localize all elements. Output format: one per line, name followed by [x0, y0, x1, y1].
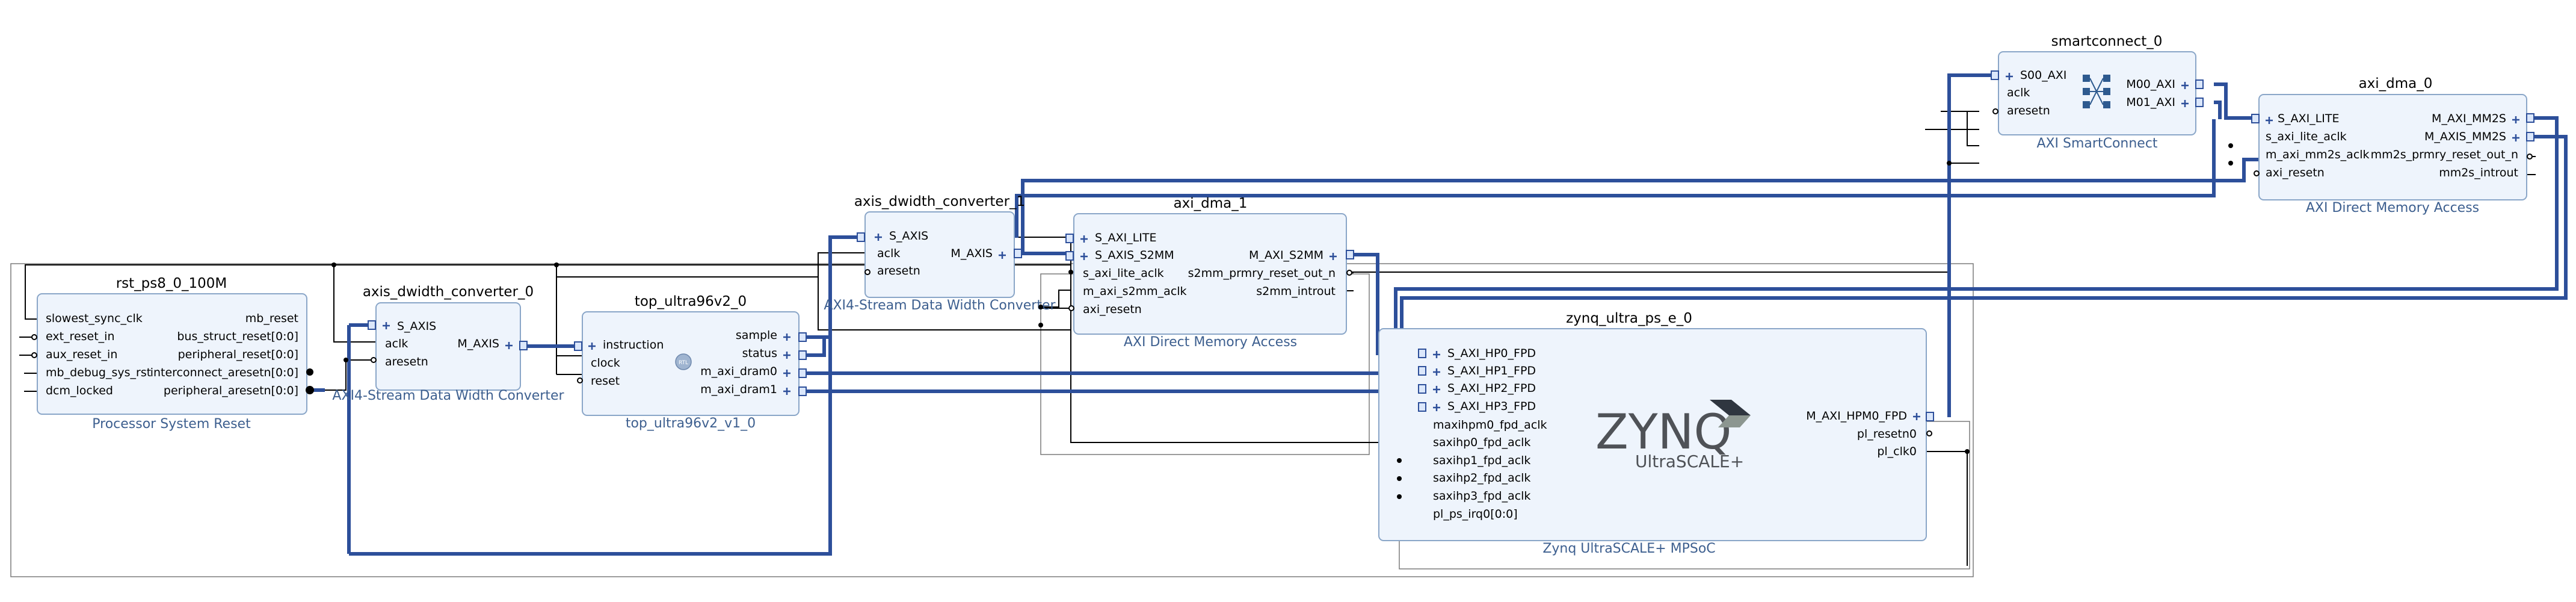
pin-label: S_AXI_LITE — [1095, 231, 1156, 244]
pin-label: mm2s_prmry_reset_out_n — [2371, 148, 2518, 161]
pin-label: M_AXI_HPM0_FPD — [1806, 409, 1907, 423]
pin-label: m_axi_s2mm_aclk — [1083, 285, 1187, 298]
pin-label: axi_resetn — [1083, 303, 1142, 316]
block-subtitle: Zynq UltraSCALE+ MPSoC — [1542, 541, 1715, 556]
pin-labels-right: mb_reset bus_struct_reset[0:0] periphera… — [150, 312, 298, 397]
pin-label: S_AXI_HP0_FPD — [1447, 347, 1536, 360]
block-title: axi_dma_1 — [1174, 196, 1248, 211]
block-smartconnect[interactable]: smartconnect_0 S00_AXI aclk aresetn M00_… — [1998, 34, 2196, 151]
block-subtitle: AXI4-Stream Data Width Converter — [332, 388, 564, 403]
pin-label: S_AXI_HP1_FPD — [1447, 364, 1536, 377]
pin-label: aclk — [385, 337, 408, 350]
pin-label: M_AXIS — [457, 337, 499, 350]
pin-label: S_AXIS — [397, 320, 436, 333]
block-rst-ps8[interactable]: rst_ps8_0_100M slowest_sync_clk ext_rese… — [37, 276, 307, 432]
expand-plus-icons[interactable] — [383, 73, 2519, 420]
pin-label: M_AXIS — [951, 247, 993, 260]
pin-label: M_AXI_MM2S — [2432, 112, 2506, 125]
pin-label: reset — [591, 374, 620, 388]
block-title: rst_ps8_0_100M — [116, 276, 227, 291]
pin-labels-left: slowest_sync_clk ext_reset_in aux_reset_… — [46, 312, 151, 397]
pin-label: S_AXIS_S2MM — [1095, 249, 1174, 262]
pin-label: s2mm_introut — [1256, 285, 1336, 298]
pin-label: saxihp2_fpd_aclk — [1433, 471, 1530, 485]
pin-label: axi_resetn — [2266, 166, 2325, 179]
pin-label: m_axi_dram1 — [700, 383, 777, 396]
pin-label: aresetn — [2007, 104, 2050, 117]
pin-label: instruction — [603, 338, 664, 352]
pin-label: saxihp3_fpd_aclk — [1433, 489, 1530, 503]
pin-bubbles — [31, 108, 2533, 436]
pin-label: m_axi_dram0 — [700, 365, 777, 378]
pin-label: interconnect_aresetn[0:0] — [150, 366, 298, 379]
block-subtitle: AXI4-Stream Data Width Converter — [824, 298, 1056, 313]
pin-label: mb_debug_sys_rst — [46, 366, 151, 379]
pin-label: aclk — [2007, 86, 2030, 99]
zynq-logo-main: ZYNQ — [1595, 404, 1731, 460]
pin-label: peripheral_reset[0:0] — [178, 348, 298, 361]
pin-label: M01_AXI — [2126, 96, 2175, 109]
pin-label: pl_resetn0 — [1857, 427, 1917, 441]
pin-label: S00_AXI — [2020, 69, 2066, 82]
pin-label: aclk — [877, 247, 900, 260]
rtl-badge: RTL — [679, 360, 688, 366]
pin-label: saxihp0_fpd_aclk — [1433, 436, 1530, 449]
block-title: zynq_ultra_ps_e_0 — [1566, 311, 1692, 326]
pin-label: pl_ps_irq0[0:0] — [1433, 507, 1518, 521]
pin-label: maxihpm0_fpd_aclk — [1433, 418, 1547, 432]
pin-label: mm2s_introut — [2439, 166, 2518, 179]
pin-label: status — [742, 347, 777, 360]
block-title: axis_dwidth_converter_0 — [363, 284, 534, 300]
block-title: axis_dwidth_converter_1 — [854, 194, 1025, 209]
pin-label: peripheral_aresetn[0:0] — [164, 384, 298, 397]
pin-label: aresetn — [385, 355, 428, 368]
block-subtitle: AXI Direct Memory Access — [2306, 200, 2479, 216]
block-axi-dma-0[interactable]: axi_dma_0 S_AXI_LITE s_axi_lite_aclk m_a… — [2258, 76, 2527, 216]
block-top-ultra96v2[interactable]: top_ultra96v2_0 instruction clock reset … — [582, 294, 800, 431]
pin-label: S_AXI_HP3_FPD — [1447, 400, 1536, 413]
smartconnect-icon — [2083, 75, 2110, 108]
zynq-logo-sub: UltraSCALE+ — [1635, 452, 1744, 471]
pin-label: aresetn — [877, 264, 920, 278]
block-title: axi_dma_0 — [2359, 76, 2433, 92]
pin-label: ext_reset_in — [46, 330, 115, 343]
pin-label: M_AXI_S2MM — [1249, 249, 1323, 262]
block-subtitle: AXI Direct Memory Access — [1124, 335, 1297, 350]
pin-label: M00_AXI — [2126, 78, 2175, 91]
block-axis-dwidth-converter-0[interactable]: axis_dwidth_converter_0 S_AXIS aclk ares… — [332, 284, 564, 403]
pin-label: pl_clk0 — [1877, 445, 1917, 458]
rtl-icon: RTL — [675, 353, 692, 370]
pin-label: dcm_locked — [46, 384, 113, 397]
pin-label: clock — [591, 356, 620, 370]
net-junctions — [331, 143, 2233, 499]
block-zynq-ultra-ps[interactable]: zynq_ultra_ps_e_0 S_AXI_HP0_FPD S_AXI_HP… — [1378, 311, 1927, 556]
block-axi-dma-1[interactable]: axi_dma_1 S_AXI_LITE S_AXIS_S2MM s_axi_l… — [1073, 196, 1347, 350]
pin-label: S_AXI_HP2_FPD — [1447, 382, 1536, 395]
pin-label: m_axi_mm2s_aclk — [2266, 148, 2370, 161]
pin-label: sample — [736, 329, 777, 342]
block-title: top_ultra96v2_0 — [635, 294, 747, 309]
pin-label: slowest_sync_clk — [46, 312, 143, 325]
bus-port-markers — [368, 70, 2534, 421]
pin-label: s2mm_prmry_reset_out_n — [1188, 267, 1336, 280]
pin-label: S_AXI_LITE — [2278, 112, 2339, 125]
pin-label: S_AXIS — [889, 229, 928, 243]
pin-label: bus_struct_reset[0:0] — [177, 330, 298, 343]
block-axis-dwidth-converter-1[interactable]: axis_dwidth_converter_1 S_AXIS aclk ares… — [824, 194, 1056, 313]
block-subtitle: AXI SmartConnect — [2036, 136, 2157, 151]
pin-label: saxihp1_fpd_aclk — [1433, 454, 1530, 467]
pin-label: mb_reset — [245, 312, 298, 325]
pin-label: s_axi_lite_aclk — [1083, 267, 1164, 280]
block-subtitle: Processor System Reset — [92, 417, 251, 432]
pin-label: s_axi_lite_aclk — [2266, 130, 2347, 143]
pin-label: aux_reset_in — [46, 348, 117, 361]
pin-label: M_AXIS_MM2S — [2424, 130, 2506, 143]
zynq-logo: ZYNQ UltraSCALE+ — [1595, 400, 1751, 471]
block-subtitle: top_ultra96v2_v1_0 — [626, 416, 756, 431]
block-title: smartconnect_0 — [2051, 34, 2163, 49]
